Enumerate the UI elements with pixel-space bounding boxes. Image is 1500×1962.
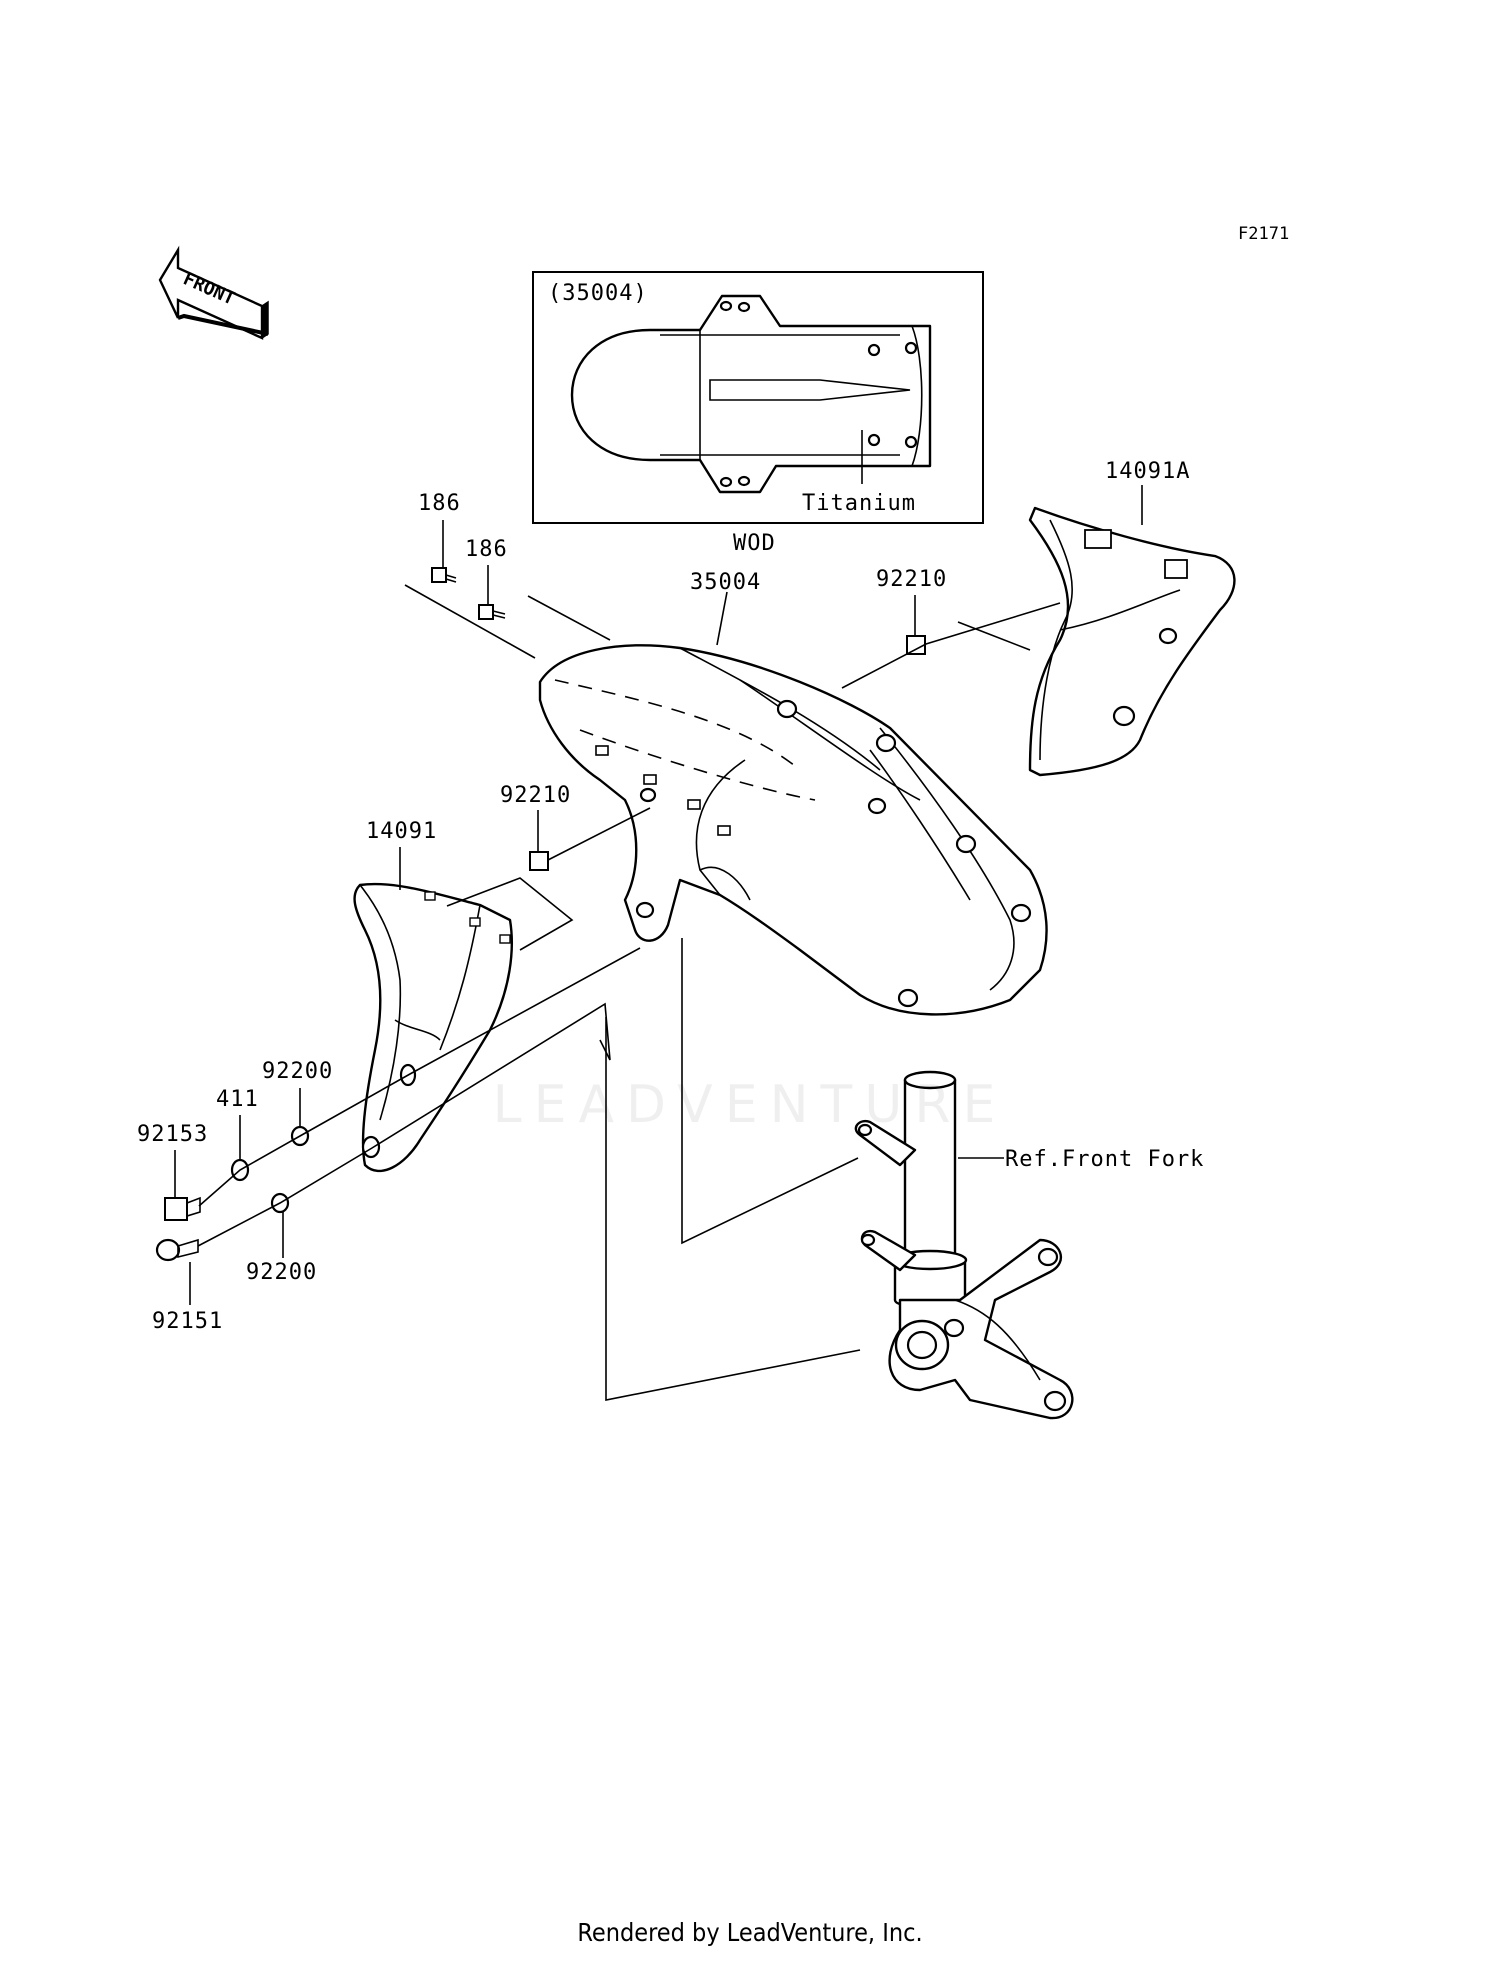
callout-92210-lower: 92210	[500, 783, 571, 808]
callout-186-b: 186	[465, 537, 508, 562]
bolt-186-b[interactable]: 186	[465, 537, 508, 620]
callout-92153: 92153	[137, 1122, 208, 1147]
front-arrow-icon: FRONT	[158, 245, 269, 340]
nut-92210-lower[interactable]: 92210	[500, 783, 571, 871]
bolt-186-a[interactable]: 186	[418, 491, 461, 583]
washer-92200-lower[interactable]: 92200	[246, 1192, 317, 1285]
bolt-92153[interactable]: 92153	[137, 1122, 208, 1221]
callout-92200-upper: 92200	[262, 1059, 333, 1084]
callout-ref-front-fork: Ref.Front Fork	[1005, 1147, 1204, 1172]
callout-92210-upper: 92210	[876, 567, 947, 592]
callout-92200-lower: 92200	[246, 1260, 317, 1285]
footer-credit: Rendered by LeadVenture, Inc.	[577, 1918, 923, 1947]
inset-part-ref: (35004)	[548, 281, 648, 306]
inset-box: (35004) Titanium	[532, 271, 984, 524]
callout-14091a: 14091A	[1105, 459, 1190, 484]
figure-code: F2171	[1238, 224, 1289, 244]
inset-note-titanium: Titanium	[802, 491, 916, 516]
callout-14091: 14091	[366, 819, 437, 844]
callout-35004: 35004	[690, 570, 761, 595]
callout-186-a: 186	[418, 491, 461, 516]
cover-right-14091a[interactable]: 14091A	[1028, 459, 1236, 777]
cover-left-14091[interactable]: 14091	[353, 819, 513, 1172]
front-fork-reference[interactable]: Ref.Front Fork	[854, 1070, 1205, 1420]
variant-code: WOD	[733, 531, 776, 556]
bolt-92151[interactable]: 92151	[152, 1238, 223, 1334]
watermark: LEADVENTURE	[492, 1075, 1008, 1135]
inset-fender-top-view	[570, 294, 932, 494]
callout-92151: 92151	[152, 1309, 223, 1334]
front-fender-35004[interactable]: 35004	[538, 570, 1048, 1016]
callout-411: 411	[216, 1087, 259, 1112]
